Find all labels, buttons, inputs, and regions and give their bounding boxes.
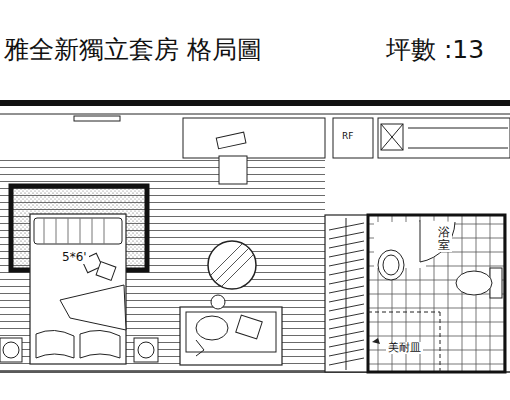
fridge-label: RF (340, 132, 355, 142)
sofa (180, 307, 282, 365)
kitchen-counter (378, 118, 510, 158)
material-note: 美耐皿 (386, 342, 423, 354)
outer-wall (0, 100, 510, 106)
sink (378, 250, 404, 280)
room-name: 浴室 (436, 226, 452, 252)
chair (219, 156, 247, 184)
area-label: 坪數 :13 (386, 36, 484, 64)
cushion (236, 315, 262, 339)
lamp (3, 342, 19, 358)
bed (30, 214, 126, 364)
person (196, 316, 228, 340)
round-table (208, 241, 256, 289)
closet (325, 215, 368, 372)
plan-title: 雅全新獨立套房 格局圖 (4, 36, 262, 64)
bed-size: 5*6' (60, 251, 89, 264)
headboard-cushion (34, 218, 122, 244)
lamp (138, 342, 154, 358)
pillow (80, 330, 120, 358)
bathroom (368, 215, 505, 372)
pillow (36, 330, 74, 358)
toilet (456, 271, 492, 295)
desk (183, 118, 325, 158)
wood-floor (0, 160, 325, 372)
fridge (333, 118, 373, 158)
window (74, 116, 120, 121)
door-swing (420, 220, 455, 262)
blanket (60, 285, 126, 330)
laptop (216, 132, 246, 149)
